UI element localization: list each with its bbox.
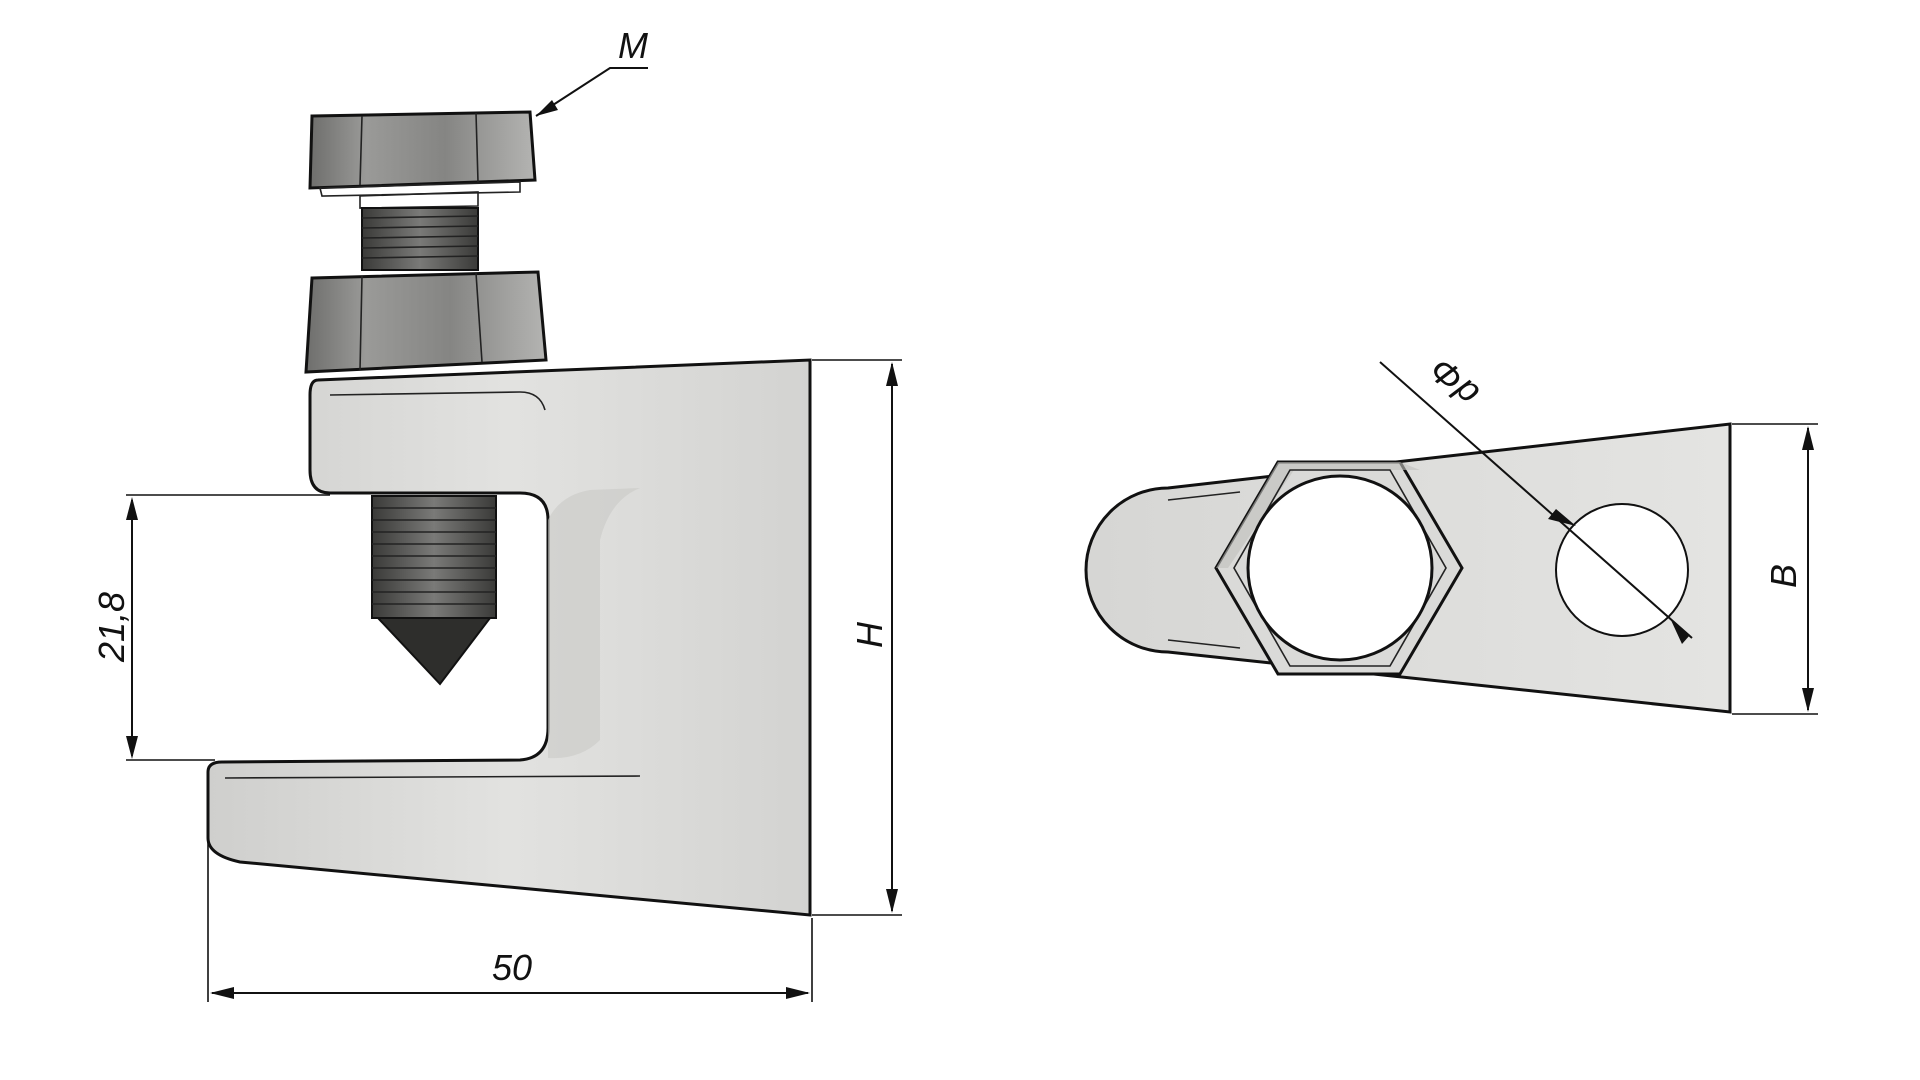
- height-label: H: [849, 621, 890, 648]
- clamp-top-edge: [329, 391, 546, 411]
- washer: [359, 191, 479, 209]
- clamp-side-view: M 21,8 H 50: [91, 25, 902, 1002]
- height-dimension: H: [812, 359, 902, 916]
- clamp-top-view: Φ d B: [1084, 349, 1818, 715]
- tab-width-label: B: [1763, 564, 1804, 588]
- lower-hex-nut: [304, 270, 548, 374]
- thread-label: M: [618, 25, 648, 66]
- upper-thread: [361, 207, 479, 271]
- gap-label: 21,8: [91, 592, 132, 663]
- clamp-body: [206, 358, 812, 917]
- tab-width-dimension: B: [1732, 423, 1818, 715]
- lower-thread: [371, 495, 497, 686]
- width-label: 50: [492, 947, 532, 988]
- clamp-bottom-edge: [224, 775, 641, 779]
- clamp-body-shade: [548, 488, 640, 759]
- bolt-head-circle: [1246, 474, 1434, 662]
- gap-dimension: 21,8: [91, 494, 330, 761]
- width-dimension: 50: [207, 840, 813, 1002]
- thread-leader: M: [535, 25, 648, 117]
- tab-inner-edge: [1167, 491, 1241, 649]
- cone-point: [375, 617, 493, 686]
- upper-hex-nut: [308, 110, 537, 197]
- top-hex-nut: [1214, 460, 1464, 676]
- tab-hole: [1555, 503, 1689, 637]
